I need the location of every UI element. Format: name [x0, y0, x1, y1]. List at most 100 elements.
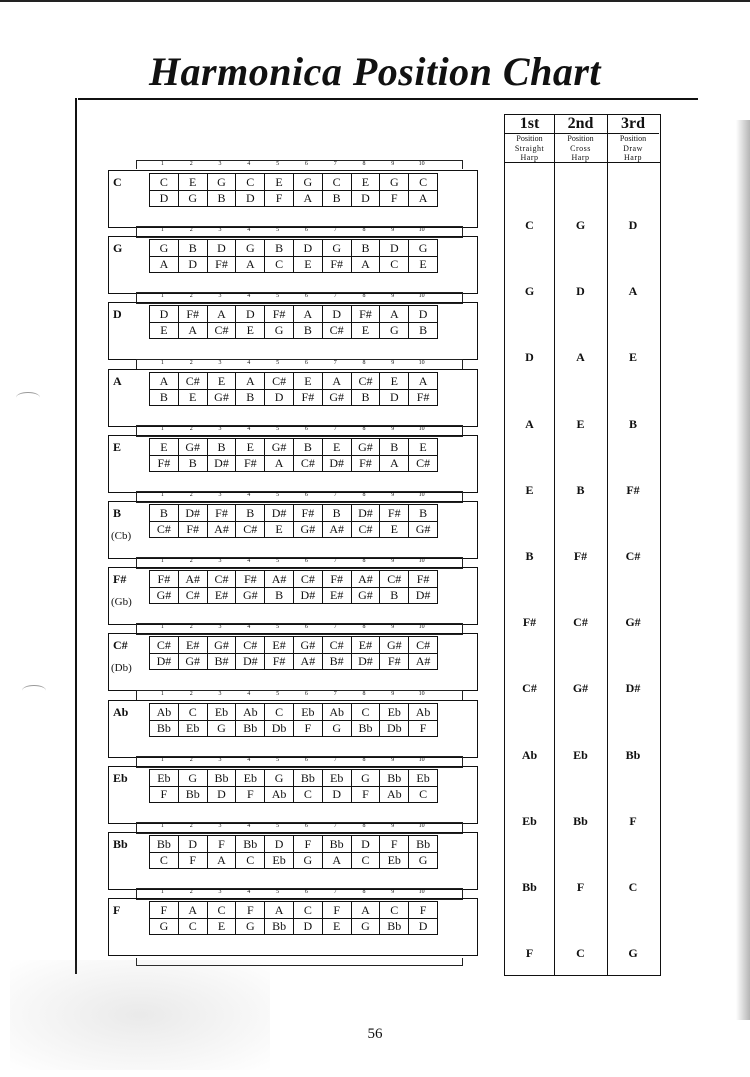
draw-note: D [178, 256, 208, 274]
blow-note: G# [265, 437, 294, 456]
blow-note: Bb [293, 768, 323, 787]
hole-number: 1 [160, 161, 164, 167]
draw-note: F# [351, 454, 381, 472]
blow-note: D [409, 305, 438, 324]
harp-alt-key: (Gb) [111, 596, 132, 609]
blow-note: G [178, 768, 208, 787]
hole-number: 7 [333, 624, 337, 631]
position-value: C# [573, 615, 588, 630]
draw-note: C [236, 852, 266, 869]
draw-note: F [351, 785, 381, 803]
draw-note: G# [150, 587, 179, 605]
blow-note: C [150, 173, 179, 191]
blow-note: C# [409, 636, 438, 655]
blow-note: E [178, 173, 208, 191]
blow-note: B [178, 239, 208, 258]
position-column-1 [505, 115, 555, 975]
hole-number: 10 [418, 227, 425, 234]
position-value: A [525, 416, 534, 431]
draw-note: B [207, 190, 237, 207]
draw-note: C# [236, 521, 266, 538]
harp-alt-key: (Db) [111, 662, 132, 675]
blow-note: F [236, 901, 266, 920]
draw-note: G# [409, 521, 438, 538]
draw-note: A# [409, 653, 438, 671]
blow-note: D [207, 239, 237, 258]
draw-note: B# [322, 653, 352, 671]
draw-note: B [351, 388, 381, 406]
position-value: D [576, 284, 585, 299]
draw-note: F [380, 190, 410, 207]
hole-number: 9 [391, 492, 395, 498]
blow-note: F# [265, 305, 294, 324]
blow-note: Bb [322, 835, 352, 853]
blow-note: A# [265, 570, 294, 589]
blow-note: B [236, 504, 266, 522]
hole-number: 2 [189, 293, 193, 300]
draw-note: E [409, 256, 438, 274]
hole-number: 4 [247, 558, 251, 565]
blow-note: C# [322, 636, 352, 655]
margin-mark [22, 685, 46, 696]
blow-note: F# [178, 305, 208, 324]
hole-number: 4 [247, 425, 251, 432]
blow-note: E [351, 173, 381, 191]
blow-note: Bb [409, 835, 438, 853]
hole-number: 10 [418, 161, 425, 167]
hole-number: 8 [362, 425, 366, 432]
position-label: Position [505, 133, 554, 144]
draw-note: E [380, 521, 410, 538]
position-value: G# [625, 615, 641, 630]
blow-note: C [207, 901, 237, 920]
harp-key: Ab [113, 704, 129, 719]
hole-number: 6 [304, 161, 308, 167]
hole-number: 8 [362, 161, 366, 167]
blow-note: C# [380, 570, 410, 589]
draw-note: G# [351, 587, 381, 605]
harp-top-rail [136, 160, 463, 169]
hole-number: 2 [189, 624, 193, 631]
blow-note: Eb [150, 768, 179, 787]
left-vertical-rule [75, 98, 77, 974]
harp-top-rail [136, 226, 463, 236]
blow-note: A# [351, 570, 381, 589]
position-value: C [525, 218, 534, 232]
draw-note: D [293, 918, 323, 936]
position-subtitle: Straight [514, 144, 545, 153]
title-rule [78, 98, 698, 100]
hole-number: 10 [418, 558, 425, 565]
hole-number: 5 [276, 425, 280, 432]
blow-note: F [409, 901, 438, 920]
hole-number: 4 [247, 889, 251, 896]
hole-number: 2 [189, 425, 193, 432]
blow-note: D [150, 305, 179, 324]
hole-number: 8 [362, 756, 366, 763]
blow-note: F [207, 835, 237, 853]
hole-number: 4 [247, 227, 251, 234]
hole-number: 6 [304, 293, 308, 300]
hole-number: 10 [418, 425, 425, 432]
blow-note: Bb [207, 768, 237, 787]
harp-top-rail [136, 557, 463, 567]
position-subtitle: Harp [624, 153, 642, 162]
blow-note: Bb [380, 768, 410, 787]
hole-number: 9 [391, 624, 395, 631]
hole-number: 7 [333, 293, 337, 300]
hole-number: 8 [362, 359, 366, 366]
hole-number: 10 [418, 492, 425, 498]
draw-note: D [265, 388, 294, 406]
hole-number: 9 [391, 293, 395, 300]
blow-note: C# [351, 371, 381, 390]
hole-number: 4 [247, 624, 251, 631]
hole-number: 7 [333, 492, 337, 498]
draw-note: C# [351, 521, 381, 538]
blow-note: D [236, 305, 266, 324]
